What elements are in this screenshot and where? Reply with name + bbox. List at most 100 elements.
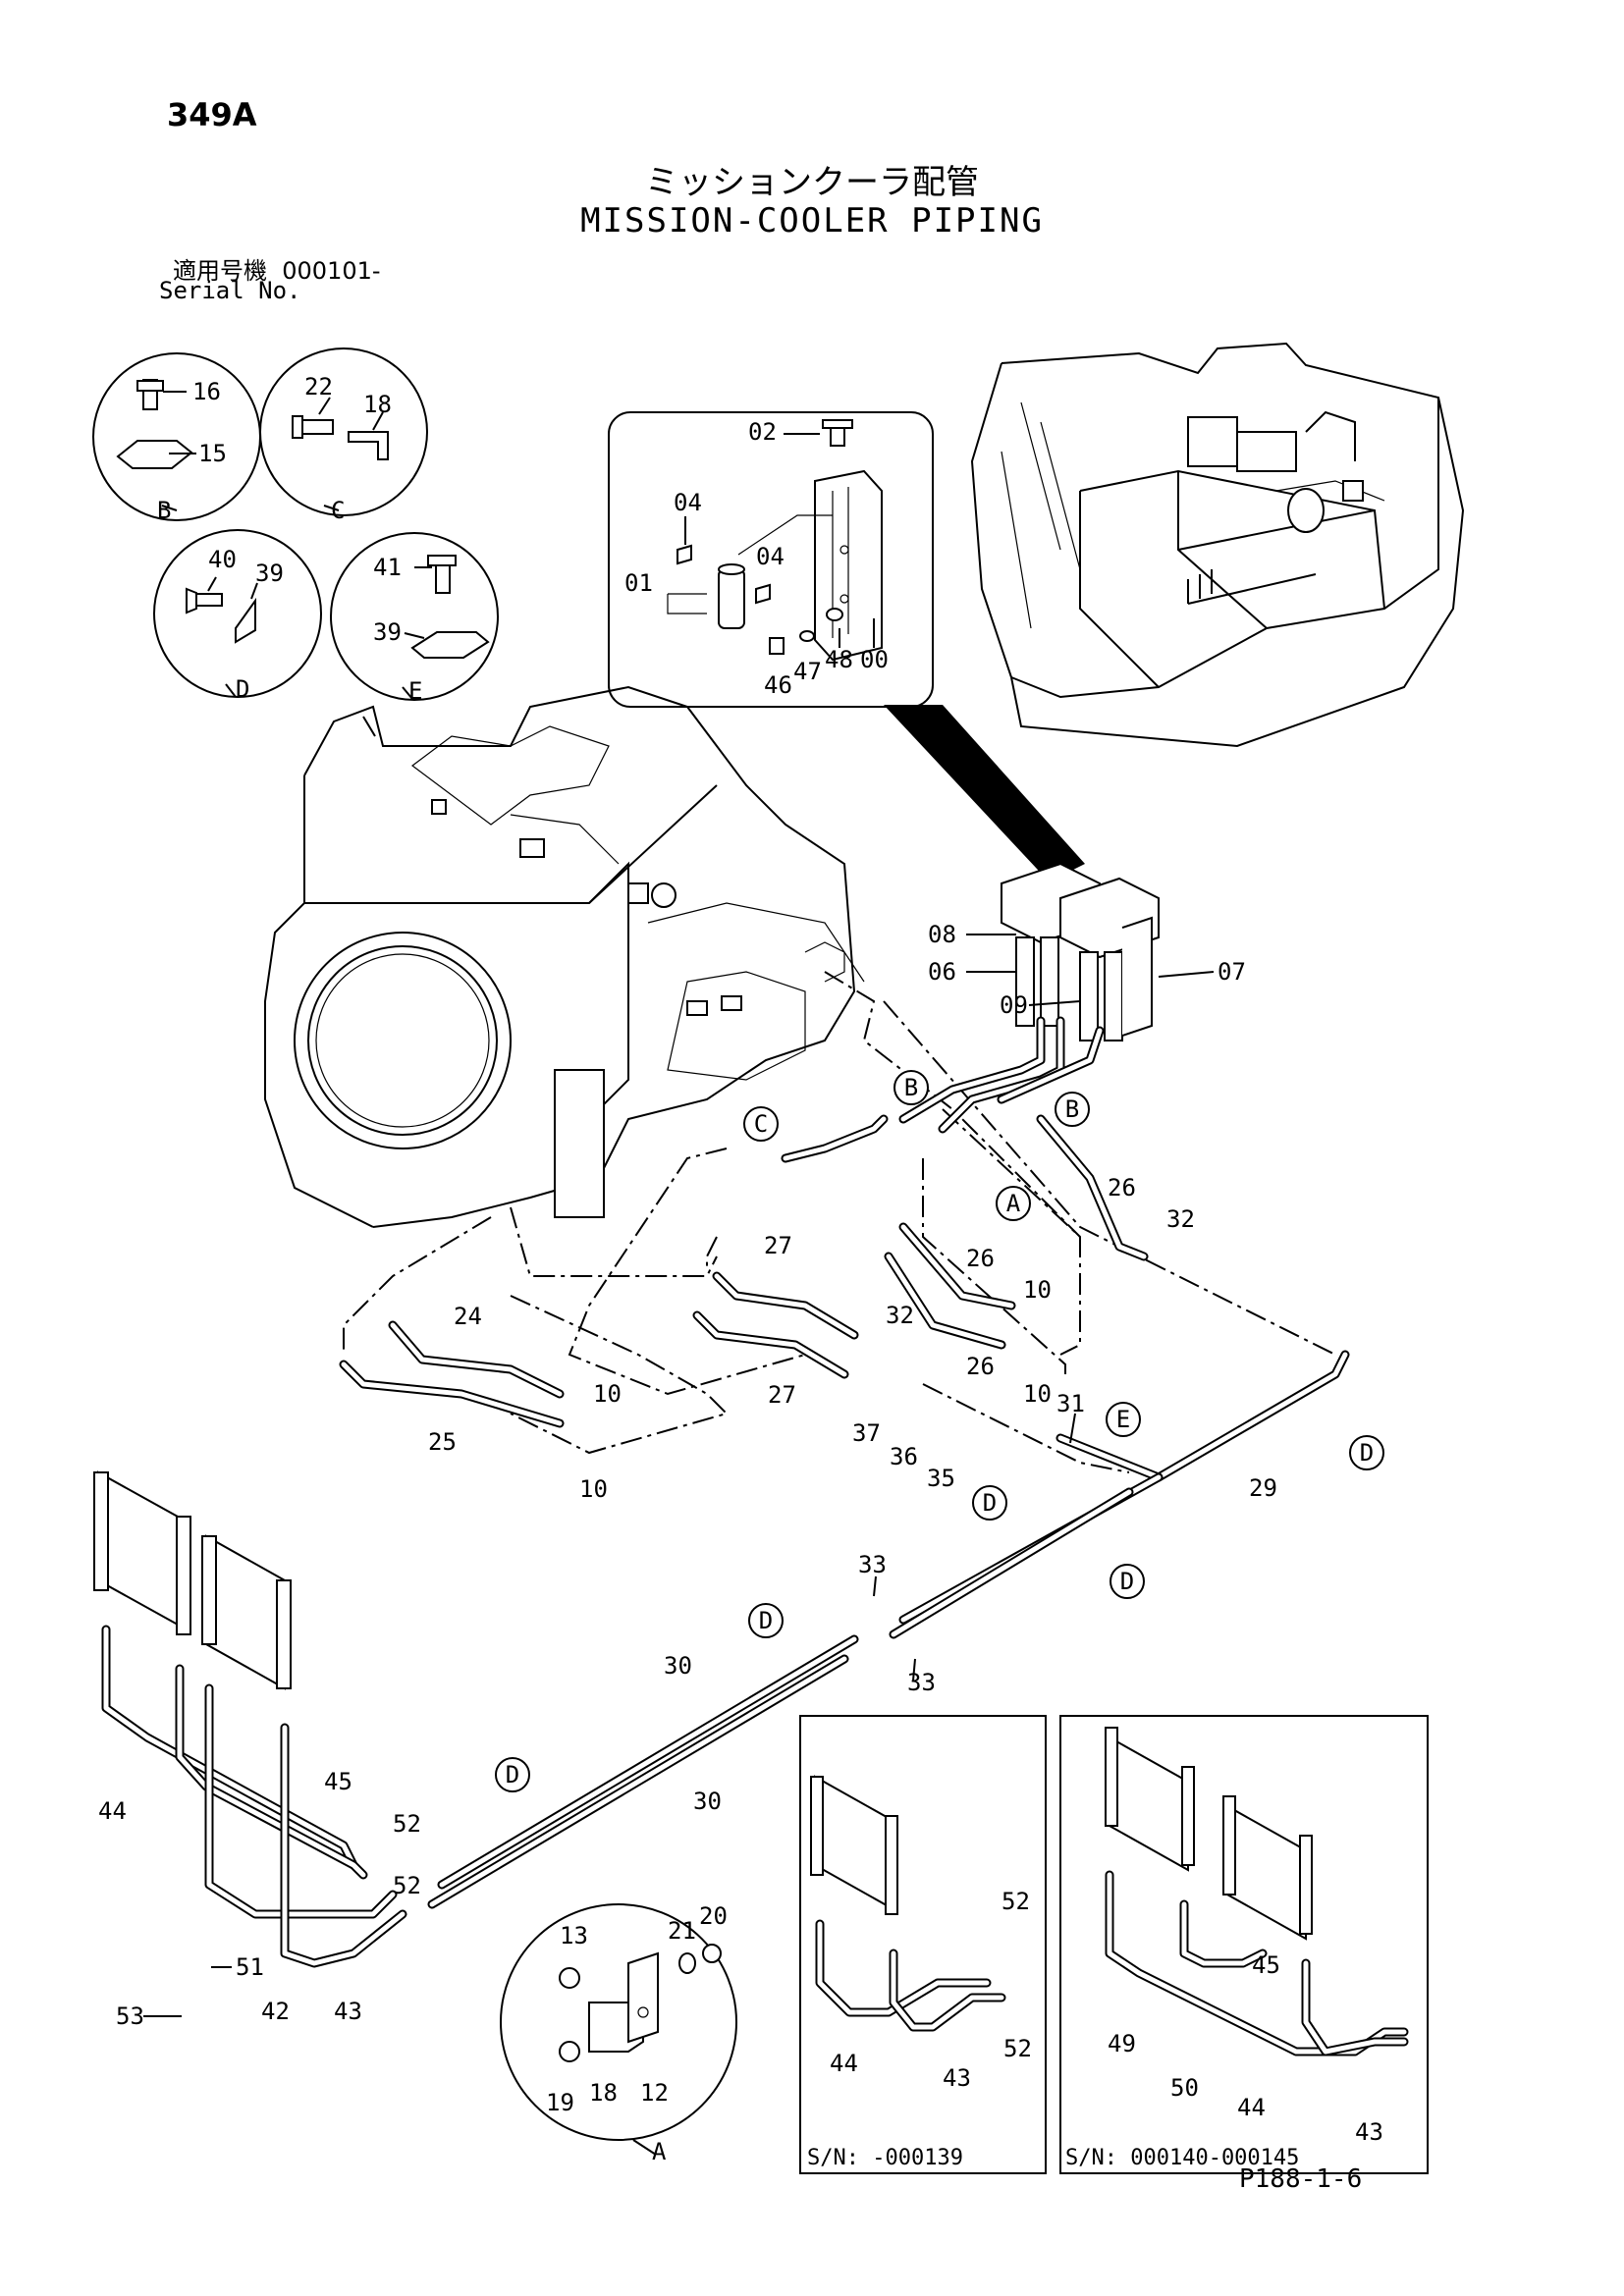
part-number-label: 25 <box>428 1428 457 1456</box>
part-number-label: 33 <box>907 1669 936 1696</box>
serial-label-en: Serial No. <box>159 277 301 304</box>
detail-b-part-2: 15 <box>198 440 227 467</box>
callout-letter: C <box>754 1110 768 1138</box>
filter-assembly <box>1001 862 1160 1041</box>
callout-d: D <box>972 1485 1007 1521</box>
callout-e: E <box>1106 1402 1141 1437</box>
part-number-label: 10 <box>579 1475 608 1503</box>
page-number: 349A <box>167 96 257 133</box>
detail-a-part-4: 19 <box>546 2089 574 2116</box>
inset-2-part-2: 49 <box>1108 2030 1136 2057</box>
filter-part-4: 01 <box>624 569 653 597</box>
detail-a-part-5: 18 <box>589 2079 618 2107</box>
part-number-label: 30 <box>693 1788 722 1815</box>
inset-1-part-4: 43 <box>943 2064 971 2092</box>
serial-applicability: 適用号機 000101- <box>173 251 381 286</box>
detail-d-part-1: 40 <box>208 546 237 573</box>
part-number-label: 07 <box>1218 958 1246 986</box>
part-number-label: 35 <box>927 1465 955 1492</box>
part-number-label: 09 <box>1000 991 1028 1019</box>
callout-letter: D <box>983 1489 997 1517</box>
callout-b: B <box>893 1070 929 1105</box>
inset-2-part-3: 50 <box>1170 2074 1199 2102</box>
center-lines <box>343 971 1336 1473</box>
part-number-label: 44 <box>98 1797 127 1825</box>
detail-e-letter: E <box>408 677 422 705</box>
part-number-label: 52 <box>393 1872 421 1899</box>
callout-letter: B <box>904 1074 918 1101</box>
filter-part-1: 02 <box>748 418 777 446</box>
detail-c-part-1: 22 <box>304 373 333 400</box>
inset-1-serial: S/N: -000139 <box>807 2146 963 2170</box>
detail-c-letter: C <box>331 497 345 524</box>
callout-a: A <box>996 1186 1031 1221</box>
callout-letter: D <box>506 1761 519 1789</box>
inset-1-part-3: 44 <box>830 2050 858 2077</box>
part-number-label: 36 <box>890 1443 918 1470</box>
part-number-label: 26 <box>966 1245 995 1272</box>
detail-b-letter: B <box>157 497 171 524</box>
detail-b: 16 15 B <box>92 352 261 524</box>
callout-c: C <box>743 1106 779 1142</box>
filter-part-3: 04 <box>756 543 785 570</box>
serial-label-jp: 適用号機 <box>173 257 267 285</box>
part-number-label: 32 <box>886 1302 914 1329</box>
part-number-label: 24 <box>454 1303 482 1330</box>
inset-2-serial: S/N: 000140-000145 <box>1065 2146 1299 2170</box>
filter-part-2: 04 <box>674 489 702 516</box>
part-number-label: 29 <box>1249 1474 1277 1502</box>
part-number-label: 26 <box>966 1353 995 1380</box>
detail-a-part-3: 20 <box>699 1902 728 1930</box>
callout-b: B <box>1055 1092 1090 1127</box>
callout-bubbles: B B C A E D D D D D <box>495 1070 1384 1792</box>
part-number-label: 43 <box>334 1998 362 2025</box>
part-number-label: 52 <box>393 1810 421 1838</box>
leader-line <box>1028 1000 1081 1006</box>
inset-1-part-1: 52 <box>1001 1888 1030 1915</box>
footer-reference: P188-1-6 <box>1239 2164 1363 2194</box>
callout-letter: A <box>1006 1190 1021 1217</box>
part-number-label: 51 <box>236 1953 264 1981</box>
detail-d: 40 39 D <box>153 529 322 703</box>
callout-letter: B <box>1065 1095 1079 1123</box>
detail-a: 13 21 20 19 18 12 A <box>500 1902 737 2165</box>
part-number-label: 27 <box>764 1232 792 1259</box>
detail-a-part-1: 13 <box>560 1922 588 1949</box>
leader-line <box>912 1658 916 1682</box>
inset-box-2: 45 49 50 44 43 S/N: 000140-000145 <box>1059 1715 1429 2174</box>
detail-e-part-1: 41 <box>373 554 402 581</box>
part-number-label: 33 <box>858 1551 887 1578</box>
detail-e: 41 39 E <box>330 532 499 705</box>
part-number-label: 37 <box>852 1419 881 1447</box>
callout-letter: D <box>759 1607 773 1634</box>
detail-a-part-6: 12 <box>640 2079 669 2107</box>
machine-body-outline <box>970 342 1465 748</box>
detail-a-letter: A <box>652 2138 667 2165</box>
detail-a-part-2: 21 <box>668 1917 696 1945</box>
callout-d: D <box>1349 1435 1384 1470</box>
hoses-and-pipes <box>101 1016 1350 1968</box>
callout-letter: D <box>1120 1568 1134 1595</box>
leader-line <box>1158 971 1215 978</box>
detail-e-part-2: 39 <box>373 618 402 646</box>
callout-d: D <box>1110 1564 1145 1599</box>
detail-d-letter: D <box>236 675 249 703</box>
part-number-label: 10 <box>1023 1276 1052 1304</box>
oil-coolers <box>93 1470 292 1690</box>
callout-letter: E <box>1116 1406 1130 1433</box>
part-number-label: 26 <box>1108 1174 1136 1201</box>
inset-box-1: 52 52 44 43 S/N: -000139 <box>799 1715 1047 2174</box>
part-number-label: 27 <box>768 1381 796 1409</box>
part-number-label: 45 <box>324 1768 352 1795</box>
callout-d: D <box>495 1757 530 1792</box>
title-english: MISSION-COOLER PIPING <box>580 201 1044 240</box>
filter-part-5: 46 <box>764 671 792 699</box>
engine-transmission-outline <box>264 685 865 1228</box>
serial-value: 000101- <box>282 257 381 285</box>
part-number-label: 06 <box>928 958 956 986</box>
inset-2-part-4: 44 <box>1237 2094 1266 2121</box>
filter-inset: 02 04 04 01 46 47 48 00 <box>608 411 1085 883</box>
callout-d: D <box>748 1603 784 1638</box>
detail-c-part-2: 18 <box>363 391 392 418</box>
